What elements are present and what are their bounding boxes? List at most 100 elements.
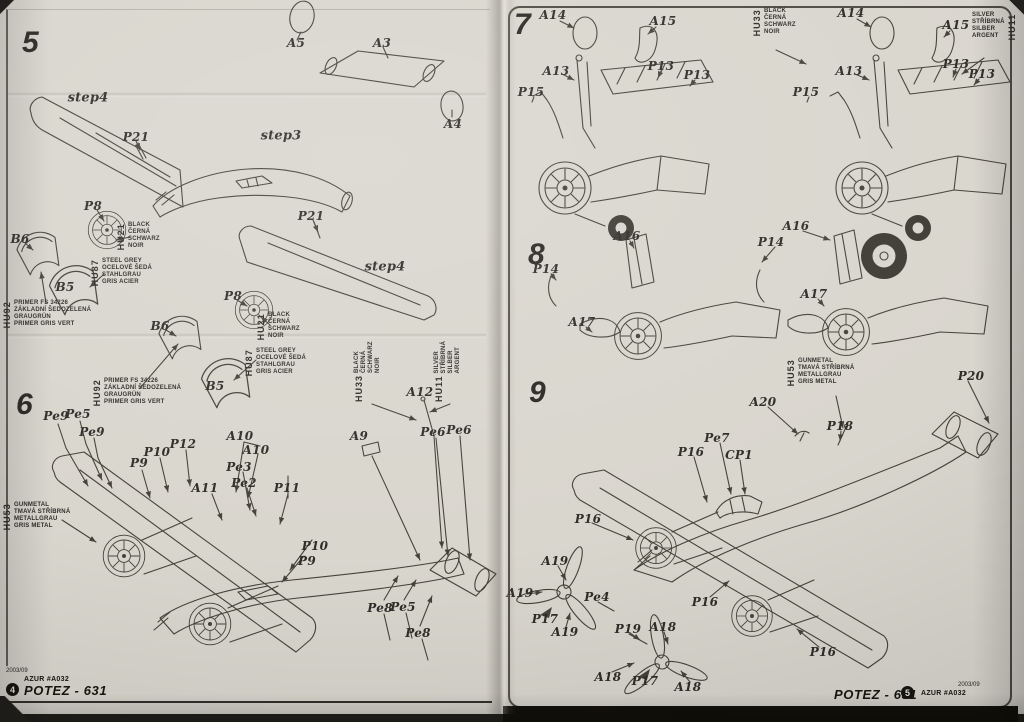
part-label: P14 [532, 262, 560, 276]
part-label: B5 [55, 280, 75, 294]
part-label: P13 [683, 68, 711, 82]
part-label: P16 [809, 645, 837, 659]
part-label: A14 [837, 6, 865, 20]
part-label: P18 [826, 419, 854, 433]
part-label: B5 [205, 379, 225, 393]
paint-code: HU87 [90, 259, 100, 287]
part-label: Pe5 [390, 600, 416, 614]
bottom-black-bar [503, 706, 1018, 722]
part-label: A19 [541, 554, 569, 568]
part-label: A5 [286, 36, 306, 50]
part-label: P9 [130, 456, 148, 470]
part-label: P21 [122, 130, 150, 144]
part-label: P8 [224, 289, 242, 303]
part-label: A15 [942, 18, 970, 32]
part-label: Pe7 [704, 431, 730, 445]
part-label: A17 [800, 287, 828, 301]
illustration-step-9 [511, 380, 999, 700]
paint-code: HU92 [92, 379, 102, 407]
part-label: P10 [301, 539, 329, 553]
paint-code: HU92 [2, 301, 12, 329]
part-label: A18 [674, 680, 702, 694]
part-label: P17 [631, 674, 659, 688]
date-label: 2003/09 [958, 682, 980, 688]
part-label: P10 [143, 445, 171, 459]
part-label: A3 [372, 36, 392, 50]
part-label: P9 [298, 554, 316, 568]
part-label: Pe6 [420, 425, 446, 439]
date-label: 2003/09 [6, 668, 28, 674]
part-label: P16 [677, 445, 705, 459]
part-label: Pe5 [65, 407, 91, 421]
step-annotation: step4 [67, 90, 109, 106]
part-label: A11 [191, 481, 219, 495]
part-label: A12 [406, 385, 434, 399]
step-6-number: 6 [16, 388, 33, 421]
paint-code: HU21 [116, 223, 126, 251]
brand-label: AZUR #A032 [24, 676, 70, 683]
part-label: A17 [568, 315, 596, 329]
part-label: Pe9 [79, 425, 105, 439]
part-label: Pe9 [43, 409, 69, 423]
part-label: A4 [443, 117, 463, 131]
part-label: A10 [242, 443, 270, 457]
page-number-badge: 4 [6, 683, 19, 696]
part-label: P17 [531, 612, 559, 626]
part-label: A13 [542, 64, 570, 78]
part-label: A18 [594, 670, 622, 684]
part-label: P13 [647, 59, 675, 73]
paint-code: HU21 [256, 313, 266, 341]
paint-code: HU11 [434, 375, 444, 402]
part-label: P13 [968, 67, 996, 81]
illustration-step-8 [549, 230, 988, 359]
part-label: P15 [792, 85, 820, 99]
part-label: P11 [273, 481, 301, 495]
step-9-number: 9 [529, 376, 546, 409]
part-label: B6 [150, 319, 170, 333]
part-label: A19 [506, 586, 534, 600]
illustration-step-6 [51, 396, 497, 661]
part-label: Pe6 [446, 423, 472, 437]
part-label: A15 [649, 14, 677, 28]
paint-code: HU87 [244, 349, 254, 377]
part-label: A13 [835, 64, 863, 78]
part-label: P19 [614, 622, 642, 636]
part-label: P20 [957, 369, 985, 383]
part-label: Pe3 [226, 460, 252, 474]
part-label: P15 [517, 85, 545, 99]
kit-title: POTEZ - 631 [834, 687, 918, 702]
step-annotation: step4 [364, 259, 406, 275]
part-label: A19 [551, 625, 579, 639]
part-label: A20 [749, 395, 777, 409]
part-label: P12 [169, 437, 197, 451]
part-label: Pe4 [584, 590, 610, 604]
part-label: A16 [613, 229, 641, 243]
step-8-number: 8 [528, 238, 545, 271]
kit-title: POTEZ - 631 [24, 683, 108, 698]
part-label: Pe8 [405, 626, 431, 640]
step-5-number: 5 [22, 26, 39, 59]
part-label: P16 [574, 512, 602, 526]
part-label: Pe8 [367, 601, 393, 615]
